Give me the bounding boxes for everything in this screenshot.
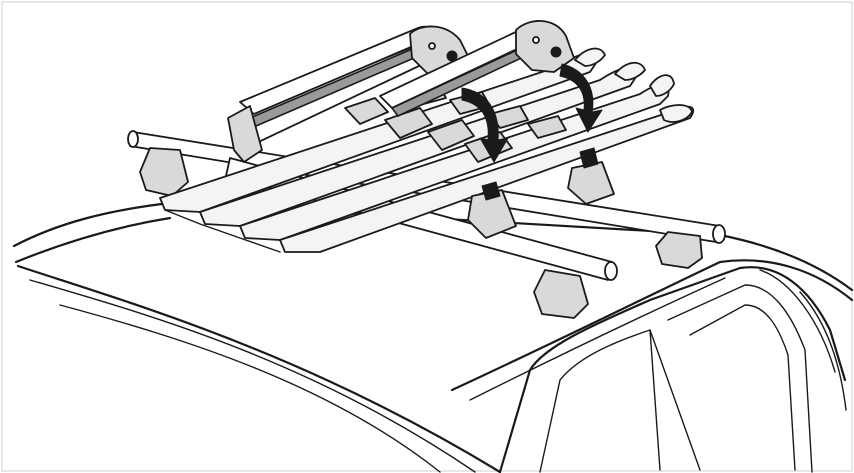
ski-carrier-front [227, 25, 471, 163]
arrow-close-front-icon [461, 87, 509, 163]
car-roof-side-line-inner [469, 277, 726, 401]
roof-bar-rear-endcap-left [127, 130, 139, 148]
roof-bar-rear-endcap-right [712, 224, 726, 244]
roof-foot-rear-right [655, 231, 703, 269]
carrier-rear-lock-button-icon [532, 36, 540, 44]
car-roof-front-edge [14, 216, 172, 264]
skis [159, 47, 695, 253]
roof-foot-front-right [533, 269, 589, 319]
car-windshield-frame [16, 264, 502, 473]
ski-tip-4 [659, 104, 693, 123]
arrow-close-rear-icon [559, 63, 603, 133]
carrier-front-lock-key-icon [446, 50, 458, 62]
car-rear-side [799, 291, 847, 411]
binding-8 [527, 115, 567, 139]
roof-foot-rear-left [139, 147, 189, 197]
car-body [12, 201, 854, 473]
binding-3 [427, 119, 475, 151]
car-door-frame [498, 266, 847, 473]
ski-carrier-rear [379, 20, 575, 117]
car-roof-side-line [450, 259, 854, 392]
closing-arrows [461, 63, 603, 163]
clamp-rear [567, 161, 615, 205]
binding-1 [344, 97, 389, 125]
clamp-rear-knob-icon [579, 147, 599, 169]
car-front-window [539, 329, 701, 473]
car-windshield-edge [29, 279, 476, 473]
ski-tip-3 [649, 74, 675, 97]
rack-clamps [467, 147, 615, 239]
roof-bar-front-endcap [604, 261, 618, 281]
carrier-rear-lock-housing [515, 20, 575, 73]
carrier-front-endcap [227, 105, 263, 163]
clamp-front-knob-icon [481, 181, 501, 201]
carrier-rear-lock-key-icon [550, 46, 562, 58]
car-c-pillar [759, 269, 836, 373]
car-rear-window [667, 284, 813, 473]
car-windshield-inner [59, 304, 441, 473]
ski-tip-1 [574, 47, 606, 67]
car-rear-window-inner [689, 304, 796, 471]
car-b-pillar [649, 329, 661, 471]
carrier-front-lock-button-icon [428, 42, 436, 50]
ski-edge-lower [164, 209, 281, 253]
ski-tip-2 [614, 61, 646, 81]
